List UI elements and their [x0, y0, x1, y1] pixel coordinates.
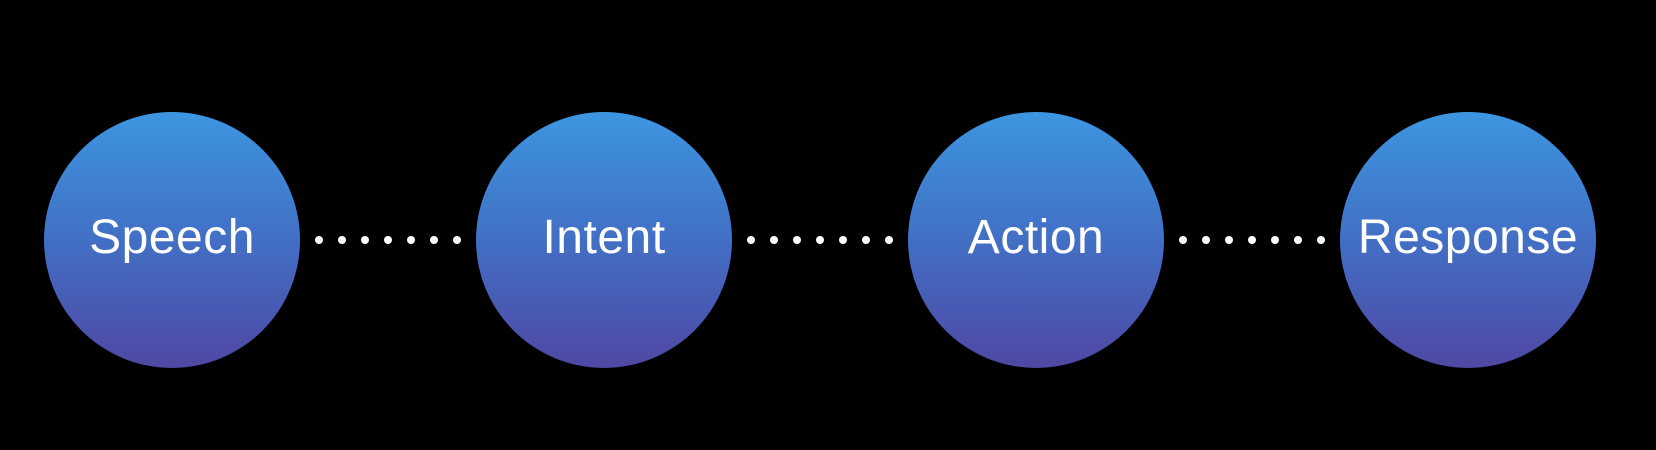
- connector-dot: [747, 236, 755, 244]
- node-intent: Intent: [476, 112, 732, 368]
- connector-dot: [430, 236, 438, 244]
- connector-dot: [453, 236, 461, 244]
- connector-dot: [816, 236, 824, 244]
- connector-dot: [793, 236, 801, 244]
- pipeline-flow: Speech Intent Action Response: [44, 112, 1596, 368]
- connector-dot: [407, 236, 415, 244]
- connector-dot: [1179, 236, 1187, 244]
- connector-dot: [384, 236, 392, 244]
- connector-dot: [770, 236, 778, 244]
- connector-dot: [338, 236, 346, 244]
- node-intent-label: Intent: [542, 211, 666, 264]
- connector-dot: [1202, 236, 1210, 244]
- connector-dot: [862, 236, 870, 244]
- connector-dot: [1317, 236, 1325, 244]
- dotted-connector: [300, 235, 476, 245]
- connector-dot: [1225, 236, 1233, 244]
- node-response: Response: [1340, 112, 1596, 368]
- connector-dot: [1248, 236, 1256, 244]
- dotted-connector: [732, 235, 908, 245]
- connector-dot: [1271, 236, 1279, 244]
- node-speech-label: Speech: [89, 211, 255, 264]
- connector-dot: [839, 236, 847, 244]
- node-response-label: Response: [1357, 211, 1579, 264]
- dotted-connector: [1164, 235, 1340, 245]
- connector-dot: [1294, 236, 1302, 244]
- connector-dot: [315, 236, 323, 244]
- connector-dot: [885, 236, 893, 244]
- node-action-label: Action: [967, 211, 1105, 264]
- connector-dot: [361, 236, 369, 244]
- node-speech: Speech: [44, 112, 300, 368]
- node-action: Action: [908, 112, 1164, 368]
